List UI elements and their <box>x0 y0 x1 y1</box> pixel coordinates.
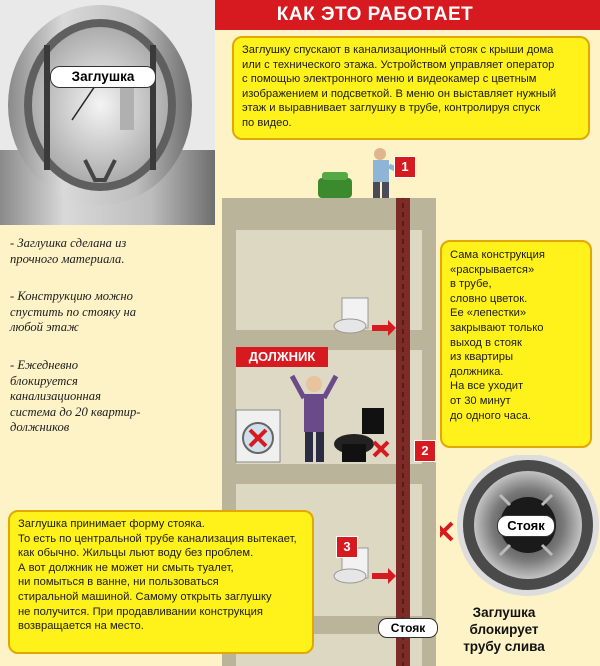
callout-text-line: Заглушка принимает форму стояка. <box>18 518 205 530</box>
note-line: - Ежедневно <box>10 358 79 372</box>
note-line: любой этаж <box>10 320 79 334</box>
callout-text-line: не получится. При продавливании конструк… <box>18 605 263 618</box>
note-line: блокируется <box>10 373 78 388</box>
callout-text-line: до одного часа. <box>450 409 531 422</box>
step-3-badge: 3 <box>336 536 358 558</box>
blocks-drain-caption: Заглушка блокирует трубу слива <box>444 604 564 655</box>
callout-text-line: То есть по центральной трубе канализация… <box>18 532 297 545</box>
callout-text-line: «раскрывается» <box>450 263 535 276</box>
callout-text-line: от 30 минут <box>450 394 511 407</box>
note-line: канализационная <box>10 389 101 403</box>
zoom-riser-label: Стояк <box>497 515 555 537</box>
callout-text-line: словно цветок. <box>450 292 528 305</box>
callout-lowering: Заглушку спускают в канализационный стоя… <box>232 36 590 140</box>
callout-text-line: должника. <box>450 365 504 378</box>
callout-text-line: возвращается на место. <box>18 620 144 633</box>
note-line: - Конструкцию можно <box>10 289 133 303</box>
plug-label: Заглушка <box>50 66 156 88</box>
debtor-figure <box>289 374 339 462</box>
operator-figure <box>318 148 404 198</box>
toilet-icon <box>333 297 369 334</box>
callout-text-line: Заглушку спускают в канализационный стоя… <box>242 44 554 56</box>
callout-text-line: или с технического этажа. Устройством уп… <box>242 58 555 71</box>
toilet-icon <box>333 547 369 584</box>
caption-line: трубу слива <box>463 639 545 654</box>
callout-text-line: этаж и выравнивает заглушку в трубе, кон… <box>242 102 541 115</box>
callout-text-line: из квартиры <box>450 351 514 364</box>
header-banner <box>150 0 600 30</box>
page-title: КАК ЭТО РАБОТАЕТ <box>276 4 474 25</box>
callout-text-line: с помощью электронного меню и видеокамер… <box>242 73 537 86</box>
callout-text-line: А вот должник не может ни смыть туалет, <box>18 561 234 574</box>
note-line: система до 20 квартир- <box>10 404 141 419</box>
note-line: должников <box>10 420 70 434</box>
callout-text-line: закрывают только <box>450 321 544 334</box>
callout-text-line: изображением и подсветкой. В меню он выс… <box>242 87 557 100</box>
step-1-badge: 1 <box>394 156 416 178</box>
note-any-floor: - Конструкцию можно спустить по стояку н… <box>10 289 210 336</box>
washing-machine-icon <box>235 409 281 463</box>
step-2-badge: 2 <box>414 440 436 462</box>
debtor-label: ДОЛЖНИК <box>236 347 328 367</box>
pipe-plug-photo <box>0 0 215 225</box>
caption-line: Заглушка <box>472 605 536 620</box>
callout-opens: Сама конструкция «раскрывается» в трубе,… <box>440 240 592 448</box>
callout-text-line: На все уходит <box>450 380 524 393</box>
callout-takes-shape: Заглушка принимает форму стояка. То есть… <box>8 510 314 654</box>
note-daily-blocks: - Ежедневно блокируется канализационная … <box>10 358 225 436</box>
note-material: - Заглушка сделана из прочного материала… <box>10 236 210 267</box>
callout-text-line: по видео. <box>242 116 292 129</box>
caption-line: блокирует <box>469 622 539 637</box>
callout-text-line: в трубе, <box>450 278 492 291</box>
callout-text-line: как обычно. Жильцы льют воду без проблем… <box>18 547 254 560</box>
callout-text-line: ни помыться в ванне, ни пользоваться <box>18 576 219 589</box>
callout-text-line: стиральной машиной. Самому открыть заглу… <box>18 590 272 603</box>
riser-label: Стояк <box>378 618 438 638</box>
note-line: спустить по стояку на <box>10 304 137 319</box>
callout-text-line: выход в стояк <box>450 336 522 349</box>
callout-text-line: Ее «лепестки» <box>450 307 527 320</box>
note-line: прочного материала. <box>10 251 125 266</box>
callout-text-line: Сама конструкция <box>450 249 545 261</box>
note-line: - Заглушка сделана из <box>10 236 127 250</box>
black-toilet-icon <box>334 408 384 462</box>
